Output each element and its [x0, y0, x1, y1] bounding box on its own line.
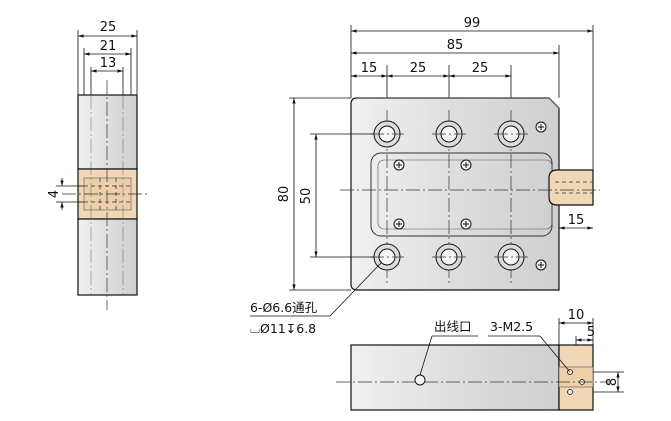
- side-upper-block: [77, 94, 138, 170]
- dim-top-85: 85: [447, 38, 464, 53]
- side-view: 25 21 13 4: [47, 20, 150, 310]
- phillips-screw-icon: [535, 259, 547, 271]
- counterbore-hole-icon: [370, 120, 404, 148]
- counterbore-hole-icon: [494, 243, 528, 271]
- dim-front-10: 10: [568, 308, 585, 323]
- dim-side-4: 4: [47, 190, 62, 198]
- hole-callout-line1: 6-Ø6.6通孔: [250, 300, 318, 315]
- top-view: 99 85 15 25 25: [277, 16, 600, 291]
- cable-exit-hole-icon: [414, 374, 426, 386]
- phillips-screw-icon: [393, 159, 405, 171]
- dim-side-21: 21: [100, 39, 117, 54]
- dim-top-50: 50: [299, 188, 314, 205]
- cable-exit-label: 出线口: [434, 319, 472, 334]
- thread-hole-icon: [567, 389, 573, 395]
- side-lower-block: [77, 218, 138, 296]
- top-brass-connector: [548, 169, 594, 206]
- front-body: [350, 344, 560, 411]
- dim-top-99: 99: [464, 16, 481, 31]
- phillips-screw-icon: [460, 218, 472, 230]
- hole-callout-line2: ⌴Ø11↧6.8: [250, 321, 316, 336]
- hole-callout: 6-Ø6.6通孔 ⌴Ø11↧6.8: [250, 262, 382, 336]
- dim-top-25a: 25: [410, 61, 427, 76]
- dim-front-5: 5: [587, 325, 595, 340]
- dim-top-15: 15: [361, 61, 378, 76]
- dim-top-80: 80: [277, 186, 292, 203]
- counterbore-hole-icon: [494, 120, 528, 148]
- thread-callout-label: 3-M2.5: [490, 319, 533, 334]
- dim-side-13: 13: [100, 56, 117, 71]
- dim-top-15-connector: 15: [568, 213, 585, 228]
- front-view: 出线口 3-M2.5 10 5 8: [336, 308, 624, 411]
- dim-top-25b: 25: [472, 61, 489, 76]
- counterbore-hole-icon: [432, 243, 466, 271]
- dim-side-25: 25: [100, 20, 117, 35]
- phillips-screw-icon: [393, 218, 405, 230]
- phillips-screw-icon: [460, 159, 472, 171]
- dim-front-8: 8: [605, 378, 620, 386]
- counterbore-hole-icon: [432, 120, 466, 148]
- phillips-screw-icon: [535, 121, 547, 133]
